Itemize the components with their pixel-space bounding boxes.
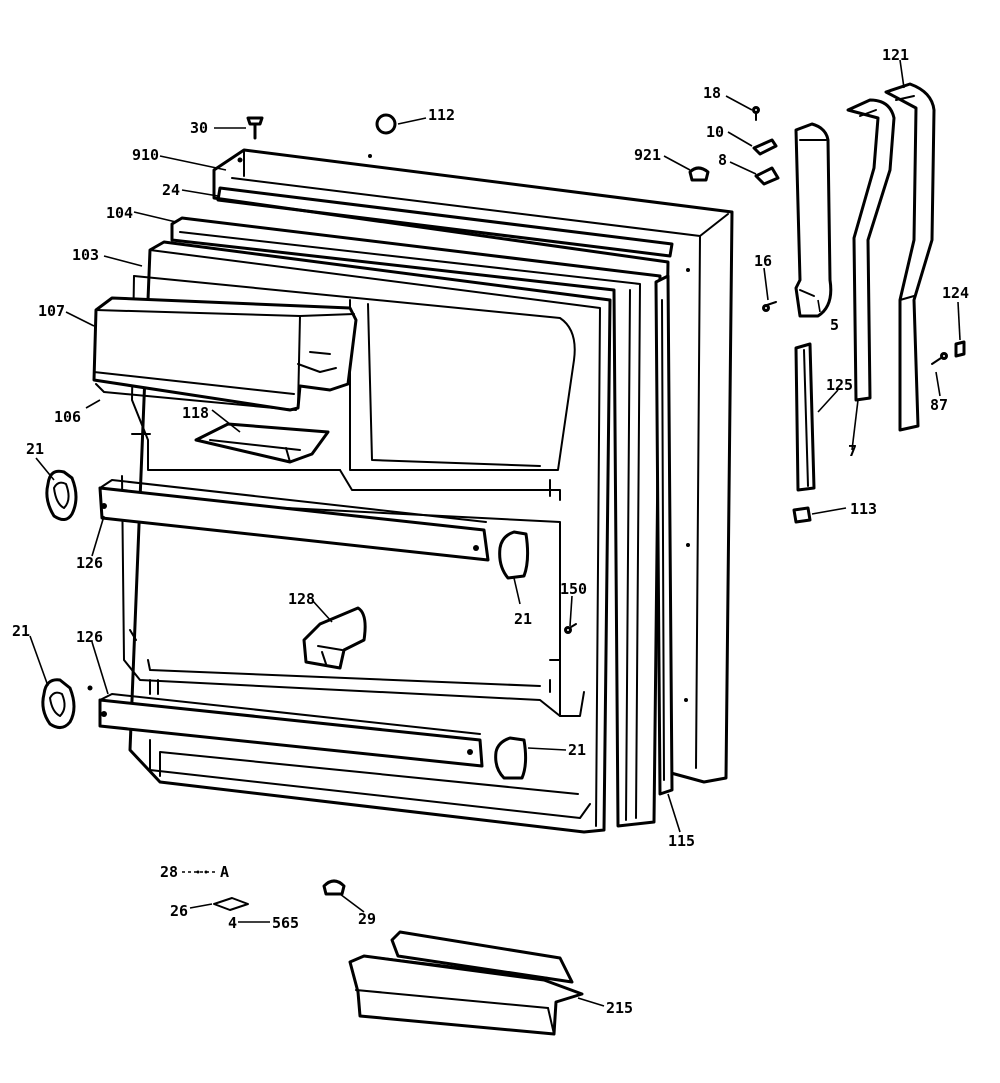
callout-18: 18 [703,84,721,102]
shelf-end-caps [41,469,530,780]
callout-21-lower-left: 21 [12,622,30,640]
callout-10: 10 [706,123,724,141]
callout-104: 104 [106,204,133,222]
callout-29: 29 [358,910,376,928]
callout-7: 7 [848,442,857,460]
callout-113: 113 [850,500,877,518]
callout-labels: 18 121 30 112 910 10 921 8 24 104 103 16… [12,46,969,1017]
callout-8: 8 [718,151,727,169]
callout-21-lower-right: 21 [568,741,586,759]
hinge-part-125 [794,342,816,492]
callout-565: 565 [272,914,299,932]
callout-115: 115 [668,832,695,850]
callout-107: 107 [38,302,65,320]
callout-30: 30 [190,119,208,137]
callout-26: 26 [170,902,188,920]
small-parts [196,106,966,911]
handle-bar-121 [884,82,936,432]
callout-106: 106 [54,408,81,426]
callout-215: 215 [606,999,633,1017]
callout-124: 124 [942,284,969,302]
handle-part-5 [794,122,833,318]
callout-5: 5 [830,316,839,334]
dairy-compartment-door [92,296,358,412]
callout-125: 125 [826,376,853,394]
callout-A: A [220,863,229,881]
callout-21-upper-right: 21 [514,610,532,628]
gasket [654,274,674,796]
callout-118: 118 [182,404,209,422]
shelf-bracket [302,606,367,670]
callout-150: 150 [560,580,587,598]
callout-126-lower: 126 [76,628,103,646]
leader-lines [29,59,961,1007]
handle-bar-7 [846,98,896,402]
callout-16: 16 [754,252,772,270]
callout-121: 121 [882,46,909,64]
upper-shelf-bar [98,479,490,562]
door-gasket-frame [170,216,662,828]
gasket-strip [216,186,674,258]
callout-4: 4 [228,914,237,932]
lower-shelf-bar [87,685,484,768]
door-bin [348,930,584,1036]
callout-921: 921 [634,146,661,164]
callout-126-upper: 126 [76,554,103,572]
callout-128: 128 [288,590,315,608]
callout-112: 112 [428,106,455,124]
callout-910: 910 [132,146,159,164]
callout-87: 87 [930,396,948,414]
callout-21-upper-left: 21 [26,440,44,458]
tray [194,422,330,464]
callout-103: 103 [72,246,99,264]
dairy-shelf [95,383,297,411]
callout-28: 28 [160,863,178,881]
callout-24: 24 [162,181,180,199]
